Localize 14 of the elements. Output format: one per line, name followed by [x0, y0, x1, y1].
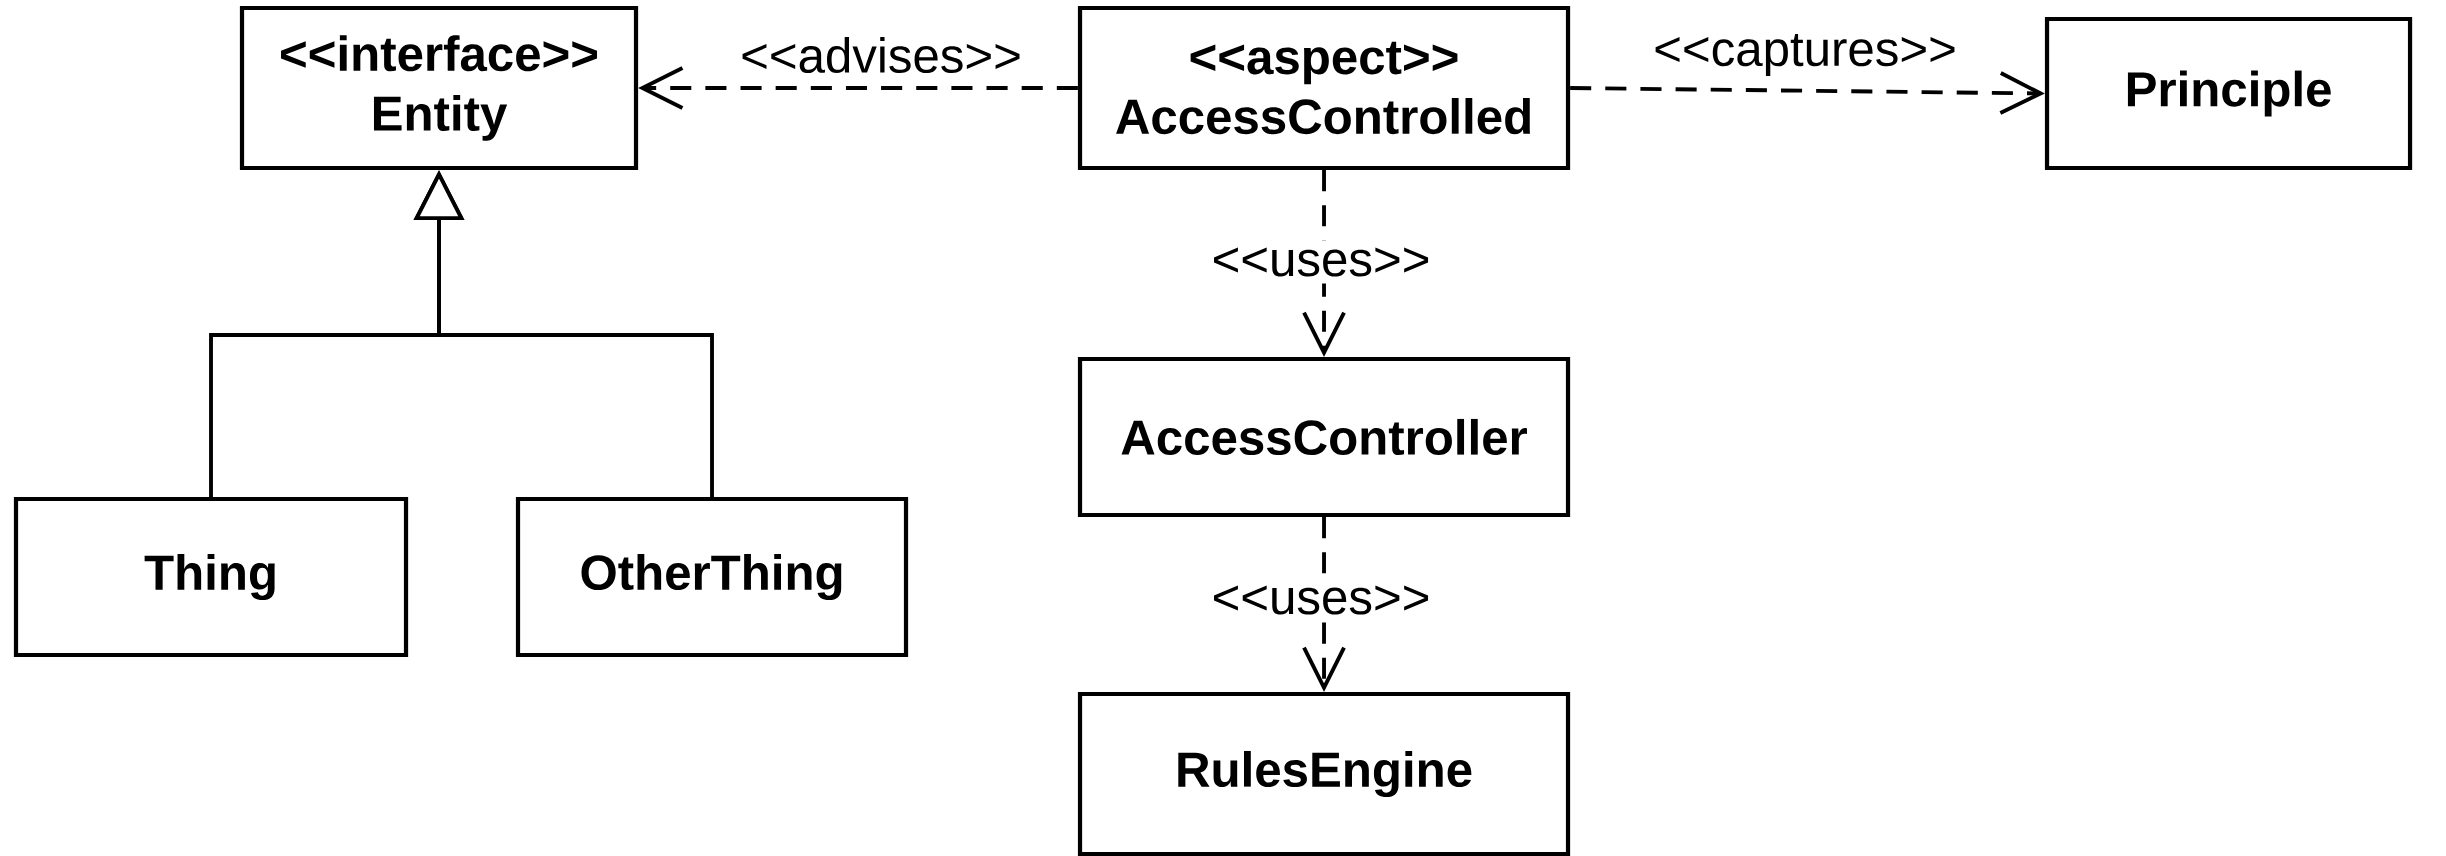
- class-box: Thing: [13, 496, 409, 658]
- class-box: Principle: [2044, 16, 2413, 171]
- class-box: <<aspect>> AccessControlled: [1077, 5, 1571, 171]
- dependency-arrow: [638, 66, 1078, 110]
- class-box: RulesEngine: [1077, 691, 1571, 856]
- edge-label: <<advises>>: [733, 29, 1029, 81]
- dependency-arrow: [1302, 517, 1346, 692]
- edge-label: <<uses>>: [1204, 578, 1438, 622]
- edge-label: <<uses>>: [1204, 240, 1438, 284]
- dependency-arrow: [1570, 71, 2045, 115]
- class-box: <<interface>> Entity: [239, 5, 639, 171]
- class-box: OtherThing: [515, 496, 909, 658]
- edge-label: <<captures>>: [1646, 26, 1964, 84]
- class-box: AccessController: [1077, 356, 1571, 518]
